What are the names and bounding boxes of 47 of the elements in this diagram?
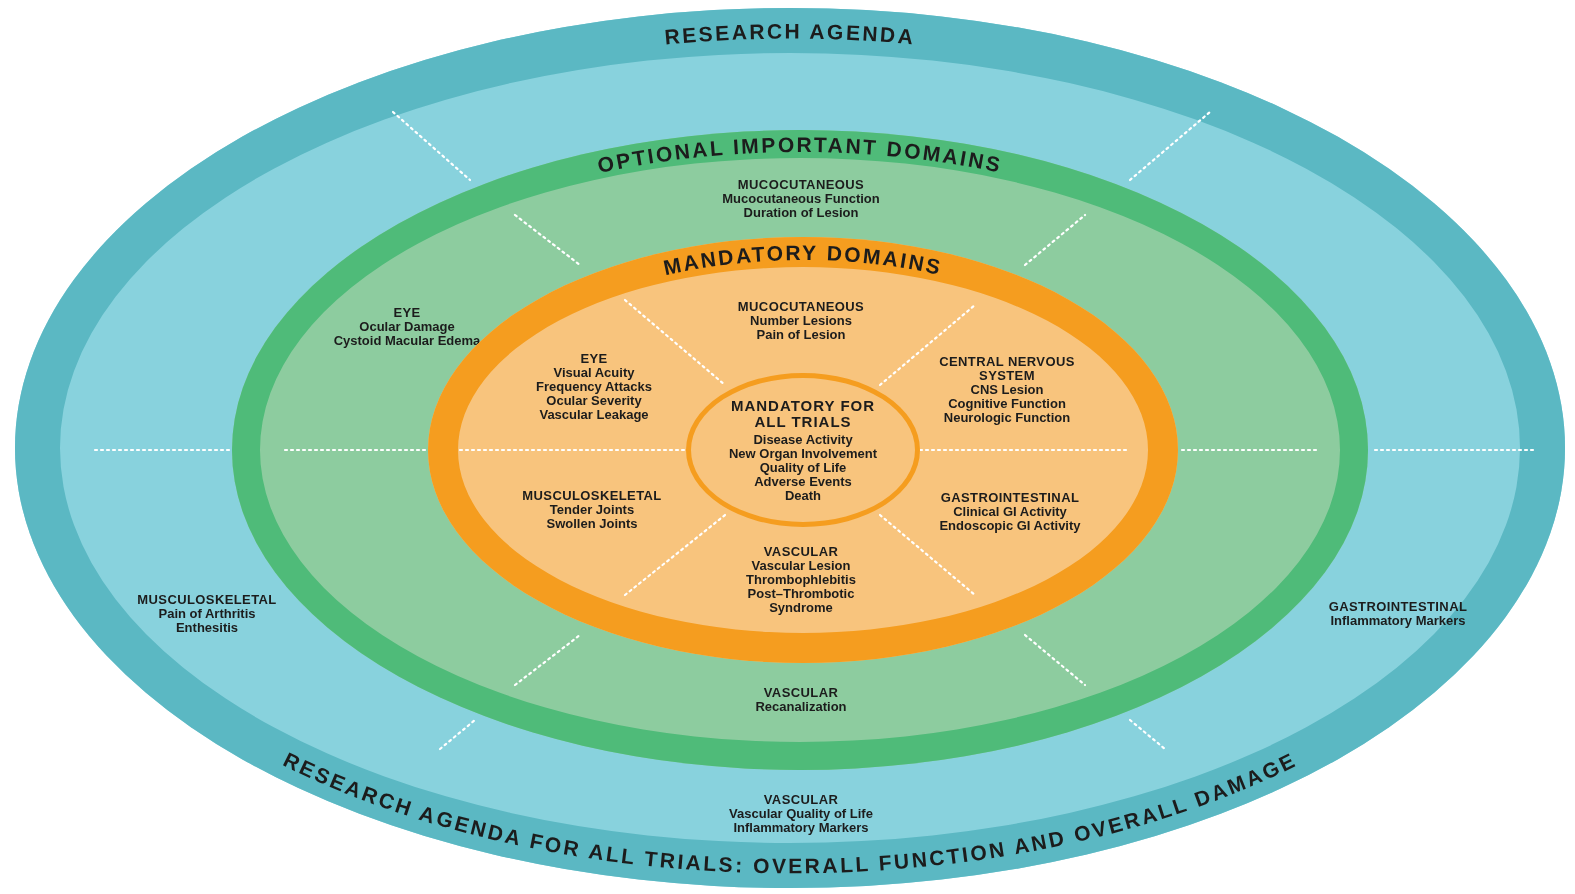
- domain-item: Post–Thrombotic Syndrome: [747, 587, 855, 615]
- domain-item: Cystoid Macular Edema: [332, 334, 482, 348]
- domain-item: Vascular Lesion: [750, 559, 852, 573]
- domain-item: CNS Lesion: [969, 383, 1045, 397]
- domain-heading: MANDATORY FOR ALL TRIALS: [729, 397, 877, 430]
- domain-item: Neurologic Function: [942, 411, 1072, 425]
- domain-heading: VASCULAR: [762, 545, 840, 559]
- domain-item: Ocular Damage: [358, 320, 456, 334]
- domain-item: Recanalization: [754, 700, 848, 714]
- domain-item: Enthesitis: [174, 621, 240, 635]
- domain-item: Pain of Lesion: [755, 328, 847, 342]
- domain-item: Vascular Quality of Life: [728, 807, 874, 821]
- domain-item: Adverse Events: [753, 474, 853, 489]
- ring-title: OPTIONAL IMPORTANT DOMAINS: [595, 132, 1005, 177]
- domain-item: Death: [783, 488, 823, 503]
- domain-item: Visual Acuity: [552, 366, 636, 380]
- domain-item: Endoscopic GI Activity: [938, 519, 1082, 533]
- domain-item: Inflammatory Markers: [732, 821, 870, 835]
- domain-heading: EYE: [392, 306, 422, 320]
- domain-heading: CENTRAL NERVOUS SYSTEM: [938, 355, 1076, 383]
- domain-item: Clinical GI Activity: [952, 505, 1068, 519]
- domain-item: Vascular Leakage: [538, 408, 650, 422]
- ring-title: MANDATORY DOMAINS: [661, 240, 945, 279]
- domain-item: Number Lesions: [749, 314, 853, 328]
- domain-heading: EYE: [579, 352, 609, 366]
- domain-item: Duration of Lesion: [742, 206, 860, 220]
- domain-item: Mucocutaneous Function: [721, 192, 881, 206]
- domain-item: New Organ Involvement: [727, 446, 879, 461]
- domain-item: Quality of Life: [758, 460, 848, 475]
- domain-heading: MUCOCUTANEOUS: [736, 300, 866, 314]
- domain-item: Swollen Joints: [545, 517, 639, 531]
- domain-item: Thrombophlebitis: [745, 573, 857, 587]
- domain-heading: VASCULAR: [762, 793, 840, 807]
- domain-item: Inflammatory Markers: [1329, 614, 1467, 628]
- domain-heading: GASTROINTESTINAL: [1327, 600, 1469, 614]
- domain-item: Pain of Arthritis: [157, 607, 257, 621]
- domain-item: Disease Activity: [752, 432, 854, 447]
- domain-item: Frequency Attacks: [535, 380, 653, 394]
- domain-heading: VASCULAR: [762, 686, 840, 700]
- domain-item: Ocular Severity: [546, 394, 643, 408]
- ring-title: RESEARCH AGENDA: [663, 19, 917, 48]
- domain-heading: GASTROINTESTINAL: [939, 491, 1081, 505]
- domain-item: Cognitive Function: [947, 397, 1067, 411]
- domain-heading: MUSCULOSKELETAL: [136, 593, 278, 607]
- domain-heading: MUSCULOSKELETAL: [521, 489, 663, 503]
- domain-heading: MUCOCUTANEOUS: [736, 178, 866, 192]
- domain-item: Tender Joints: [548, 503, 636, 517]
